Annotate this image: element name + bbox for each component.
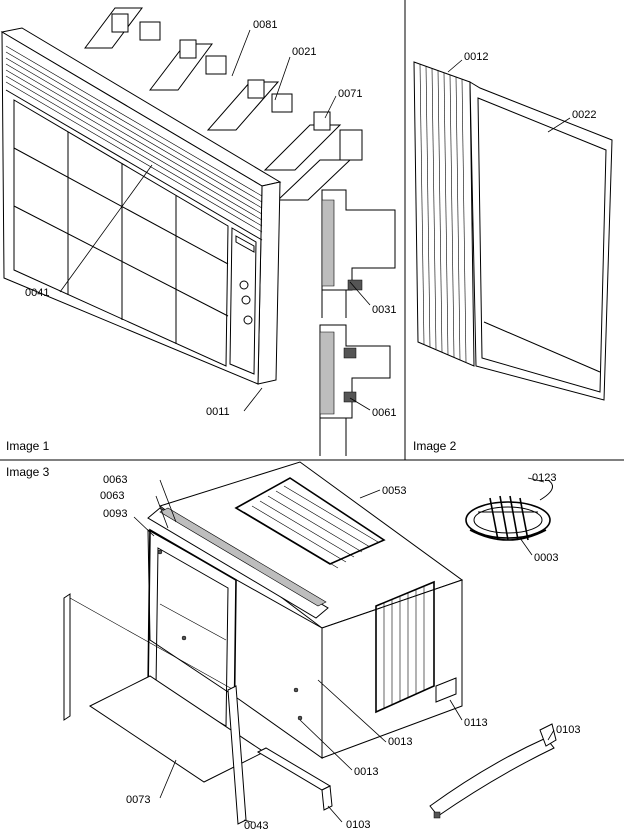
panel-image-3: Image 3 — [6, 461, 580, 832]
drain-hose-coil — [465, 479, 553, 541]
callout-0061: 0061 — [372, 407, 396, 419]
section-detail-lower — [319, 324, 391, 456]
callout-0093: 0093 — [103, 508, 127, 520]
callout-0041: 0041 — [25, 287, 49, 299]
callout-0071: 0071 — [338, 88, 362, 100]
callout-0103-bar: 0103 — [556, 724, 580, 736]
curtain-frame — [469, 81, 613, 401]
panel-3-leaders — [133, 477, 555, 823]
caption-image-3: Image 3 — [6, 465, 50, 479]
callout-0043: 0043 — [244, 820, 268, 832]
callout-0011: 0011 — [206, 406, 230, 418]
front-grille-frame — [0, 27, 282, 385]
callout-0021: 0021 — [292, 46, 316, 58]
caption-image-1: Image 1 — [6, 439, 50, 453]
callout-0063-upper: 0063 — [103, 474, 127, 486]
outer-cabinet — [147, 461, 464, 759]
callout-0081: 0081 — [253, 19, 277, 31]
panel-dividers — [0, 0, 624, 461]
callout-0073: 0073 — [126, 794, 150, 806]
panel-1-leaders — [59, 29, 371, 412]
panel-3-callouts: 0063 0063 0093 0053 0123 0003 0113 0013 … — [100, 472, 580, 832]
panel-image-2: 0012 0022 Image 2 — [413, 51, 613, 453]
grille-louvers — [5, 45, 263, 241]
callout-0053: 0053 — [382, 485, 406, 497]
callout-0013-upper: 0013 — [388, 736, 412, 748]
panel-2-callouts: 0012 0022 — [464, 51, 596, 121]
side-seal-0113 — [435, 677, 457, 703]
top-rail — [147, 507, 329, 619]
support-bar-0103 — [429, 723, 557, 819]
callout-0103-channel: 0103 — [346, 819, 370, 831]
caption-image-2: Image 2 — [413, 439, 457, 453]
panel-1-callouts: 0081 0021 0071 0041 0031 0061 0011 — [25, 19, 396, 419]
callout-0003: 0003 — [534, 552, 558, 564]
side-trim-left — [63, 593, 235, 721]
callout-0123: 0123 — [532, 472, 556, 484]
callout-0022: 0022 — [572, 109, 596, 121]
callout-0113: 0113 — [464, 717, 488, 729]
callout-0063-lower: 0063 — [100, 490, 124, 502]
mounting-brackets — [84, 7, 363, 201]
panel-image-1: 0081 0021 0071 0041 0031 0061 0011 Image… — [0, 7, 396, 456]
curtain-panel — [413, 61, 475, 367]
callout-0012: 0012 — [464, 51, 488, 63]
callout-0013-lower: 0013 — [354, 766, 378, 778]
channel-0103 — [256, 747, 333, 811]
callout-0031: 0031 — [372, 304, 396, 316]
section-detail-upper — [321, 189, 396, 318]
panel-2-leaders — [447, 59, 571, 133]
